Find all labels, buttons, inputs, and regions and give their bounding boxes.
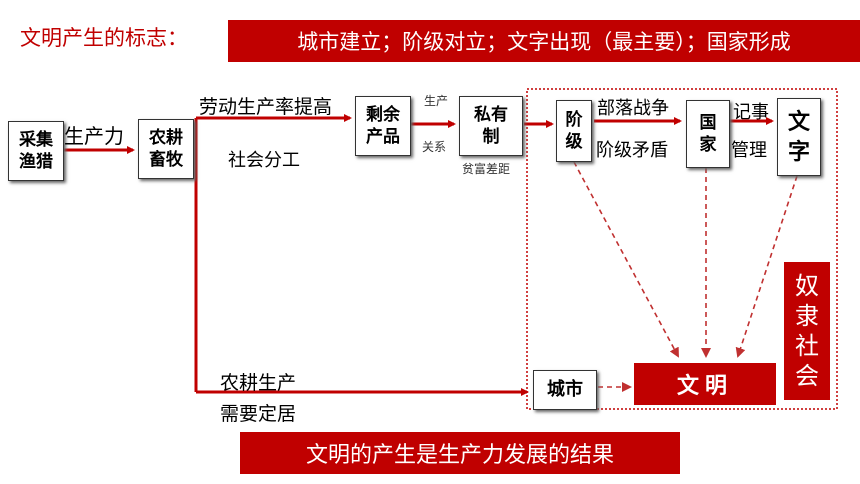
- conclusion-banner: 文明的产生是生产力发展的结果: [240, 432, 680, 474]
- node-gather-fish: 采集 渔猎: [8, 121, 64, 181]
- node-class-text: 阶 级: [565, 110, 583, 152]
- node-farming-herding-text: 农耕 畜牧: [149, 128, 183, 170]
- node-surplus: 剩余 产品: [355, 96, 411, 156]
- node-private-ownership-text: 私有 制: [474, 105, 508, 147]
- label-production: 生产: [424, 94, 449, 108]
- label-need-settle: 需要定居: [220, 403, 297, 425]
- slave-society-frame: [526, 88, 838, 410]
- label-tribal-war: 部落战争: [597, 98, 669, 119]
- node-city-text: 城市: [547, 379, 583, 400]
- header-banner: 城市建立；阶级对立；文字出现（最主要）；国家形成: [228, 20, 860, 62]
- conclusion-text: 文明的产生是生产力发展的结果: [305, 443, 614, 468]
- node-state-text: 国 家: [699, 113, 717, 155]
- node-city: 城市: [533, 370, 597, 410]
- label-farm-production: 农耕生产: [220, 372, 297, 394]
- slave-society-label: 奴 隶 社 会: [784, 262, 830, 400]
- label-manage: 管理: [731, 140, 767, 161]
- node-civilization: 文明: [634, 363, 776, 405]
- label-labor-rate: 劳动生产率提高: [199, 96, 333, 118]
- label-record: 记事: [733, 102, 769, 123]
- node-gather-fish-text: 采集 渔猎: [19, 130, 53, 172]
- node-civilization-text: 文明: [676, 373, 733, 399]
- label-productivity: 生产力: [64, 124, 124, 148]
- node-state: 国 家: [686, 100, 730, 168]
- label-class-conflict: 阶级矛盾: [596, 140, 668, 161]
- node-farming-herding: 农耕 畜牧: [138, 119, 194, 179]
- node-writing: 文 字: [777, 98, 821, 176]
- node-writing-text: 文 字: [787, 109, 810, 165]
- node-private-ownership: 私有 制: [459, 96, 523, 156]
- header-banner-text: 城市建立；阶级对立；文字出现（最主要）；国家形成: [297, 30, 791, 54]
- node-class: 阶 级: [556, 100, 592, 162]
- label-relations: 关系: [422, 140, 447, 154]
- node-surplus-text: 剩余 产品: [366, 105, 400, 147]
- header-title: 文明产生的标志：: [20, 26, 188, 50]
- label-wealth-gap: 贫富差距: [462, 162, 511, 176]
- label-division: 社会分工: [228, 150, 300, 171]
- slave-society-text: 奴 隶 社 会: [795, 272, 819, 390]
